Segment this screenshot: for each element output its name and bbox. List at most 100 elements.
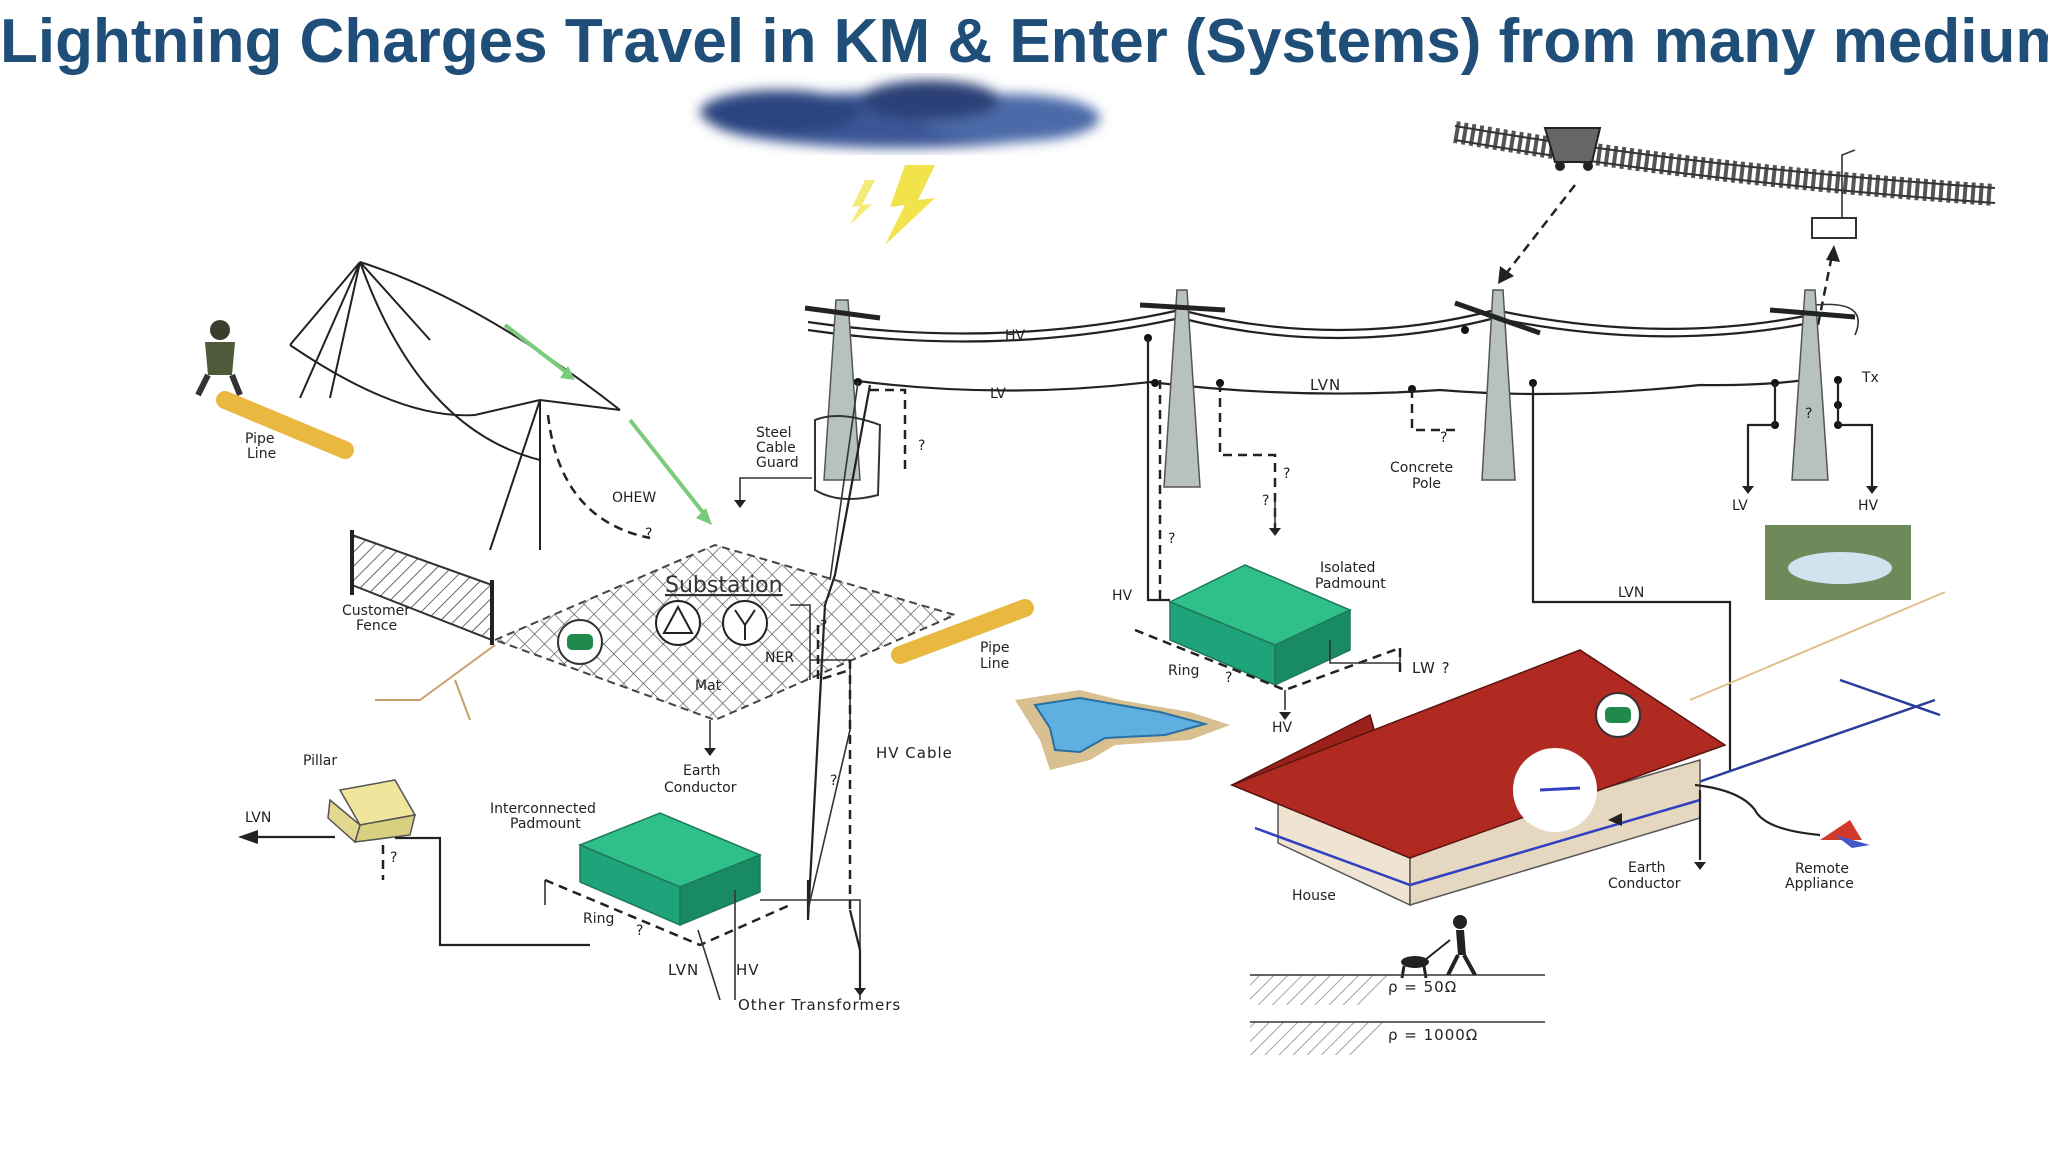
storm-cloud <box>700 80 1100 148</box>
green-arrow-head <box>560 366 575 380</box>
label-other-transformers: Other Transformers <box>738 996 901 1014</box>
arrow-head <box>1498 266 1514 284</box>
pole4-hv-drop <box>1836 380 1874 490</box>
lvn-house-wire <box>1531 383 1732 770</box>
question-mark: ? <box>820 618 827 634</box>
earth-symbol <box>1694 862 1706 870</box>
question-mark: ? <box>918 438 925 454</box>
earth-symbol <box>704 748 716 756</box>
interconnected-padmount <box>578 812 762 927</box>
label-earth-conductor-house: Earth <box>1628 860 1666 876</box>
telephone-icon <box>557 619 603 665</box>
label-hv-cable: HV Cable <box>876 744 953 762</box>
label-hv-line: HV <box>1005 328 1026 344</box>
label-rho-50: ρ = 50Ω <box>1388 978 1457 996</box>
label-customer-fence-2: Fence <box>356 618 397 634</box>
swimming-pool <box>1015 690 1230 770</box>
label-earth-conductor-house-2: Conductor <box>1608 876 1681 892</box>
label-house: House <box>1292 888 1336 904</box>
steel-guard-wire <box>739 477 812 500</box>
label-substation: Substation <box>665 573 783 598</box>
arrow-head <box>1826 245 1840 262</box>
green-arrow <box>503 323 572 377</box>
question-marks: ? ? ? ? ? ? ? ? ? ? ? ? <box>390 406 1812 939</box>
remote-appliance-icon <box>1820 820 1870 848</box>
label-tx: Tx <box>1861 370 1879 386</box>
other-transformers-line <box>848 909 862 990</box>
dashed-earth <box>870 388 907 470</box>
railway-track <box>1453 121 1996 206</box>
earth-symbol <box>734 500 746 508</box>
label-steel: Steel <box>756 425 792 441</box>
label-hv-isolated: HV <box>1112 588 1133 604</box>
utility-pole-3 <box>1454 289 1541 481</box>
label-customer-fence: Customer <box>342 603 410 619</box>
drop-wire <box>829 381 859 581</box>
rail-cart-icon <box>1543 127 1602 171</box>
label-pipe-line-right: Pipe <box>980 640 1010 656</box>
brown-buried-line <box>375 644 496 721</box>
label-lv-line: LV <box>990 386 1006 402</box>
label-hv-bottom: HV <box>736 961 760 979</box>
lightning-bolt-icon <box>850 165 935 245</box>
label-ring-left: Ring <box>583 911 614 927</box>
isolated-ring-dash <box>1134 628 1401 692</box>
label-lv-right: LV <box>1732 498 1748 514</box>
label-isolated-padmount: Padmount <box>1315 576 1386 592</box>
earth-symbol <box>1742 486 1754 494</box>
arrow-cart-to-pole <box>1504 184 1576 276</box>
label-guard: Guard <box>756 455 799 471</box>
label-isolated: Isolated <box>1320 560 1375 576</box>
padmount-ring-dash <box>544 878 791 947</box>
label-pipe-line-right-2: Line <box>980 656 1009 672</box>
label-lvn-line: LVN <box>1310 376 1341 394</box>
label-padmount: Padmount <box>510 816 581 832</box>
pillar-wire <box>395 836 590 947</box>
green-arrow-head <box>696 508 712 525</box>
earth-symbol <box>1279 712 1291 720</box>
question-mark: ? <box>1225 670 1232 686</box>
label-hv-right: HV <box>1858 498 1879 514</box>
label-pipe-line-left: Pipe <box>245 431 275 447</box>
pole4-lv-drop <box>1746 383 1777 490</box>
label-pillar: Pillar <box>303 753 337 769</box>
person-walking-dog-icon <box>1400 915 1477 979</box>
lv-drop-dash <box>1218 383 1277 535</box>
label-pole: Pole <box>1412 476 1441 492</box>
remote-water-line <box>1689 678 1941 787</box>
arrow-pole-to-sensor <box>1816 254 1834 326</box>
label-ring-right: Ring <box>1168 663 1199 679</box>
label-earth-conductor-sub: Earth <box>683 763 721 779</box>
page-title: Lightning Charges Travel in KM & Enter (… <box>0 7 2048 76</box>
hv-drop <box>1146 338 1170 602</box>
label-mat: Mat <box>695 678 722 694</box>
ohew-dash <box>546 414 651 540</box>
question-mark: ? <box>1168 531 1175 547</box>
question-mark: ? <box>830 773 837 789</box>
question-mark: ? <box>1262 493 1269 509</box>
label-ohew: OHEW <box>612 490 656 506</box>
house-telephone-icon <box>1595 692 1641 738</box>
question-mark: ? <box>1440 430 1447 446</box>
label-cable: Cable <box>756 440 796 456</box>
question-mark: ? <box>636 923 643 939</box>
lake-photo <box>1765 525 1911 600</box>
earth-symbol <box>854 988 866 996</box>
rail-sensor-box <box>1811 149 1857 239</box>
label-earth-conductor-sub-2: Conductor <box>664 780 737 796</box>
pipe-line-left <box>216 391 354 459</box>
label-interconnected: Interconnected <box>490 801 596 817</box>
question-mark: ? <box>1283 466 1290 482</box>
label-appliance: Appliance <box>1785 876 1854 892</box>
label-lvn-left: LVN <box>245 810 271 826</box>
earth-symbol <box>1866 486 1878 494</box>
label-rho-1000: ρ = 1000Ω <box>1388 1026 1478 1044</box>
question-mark: ? <box>390 850 397 866</box>
label-hv-under-isolated: HV <box>1272 720 1293 736</box>
pole3-dash <box>1410 389 1455 432</box>
pipe-line-right <box>891 599 1034 664</box>
overhead-lines <box>807 303 1860 396</box>
buried-service-line <box>1689 591 1946 701</box>
utility-pole-2 <box>1139 289 1226 488</box>
